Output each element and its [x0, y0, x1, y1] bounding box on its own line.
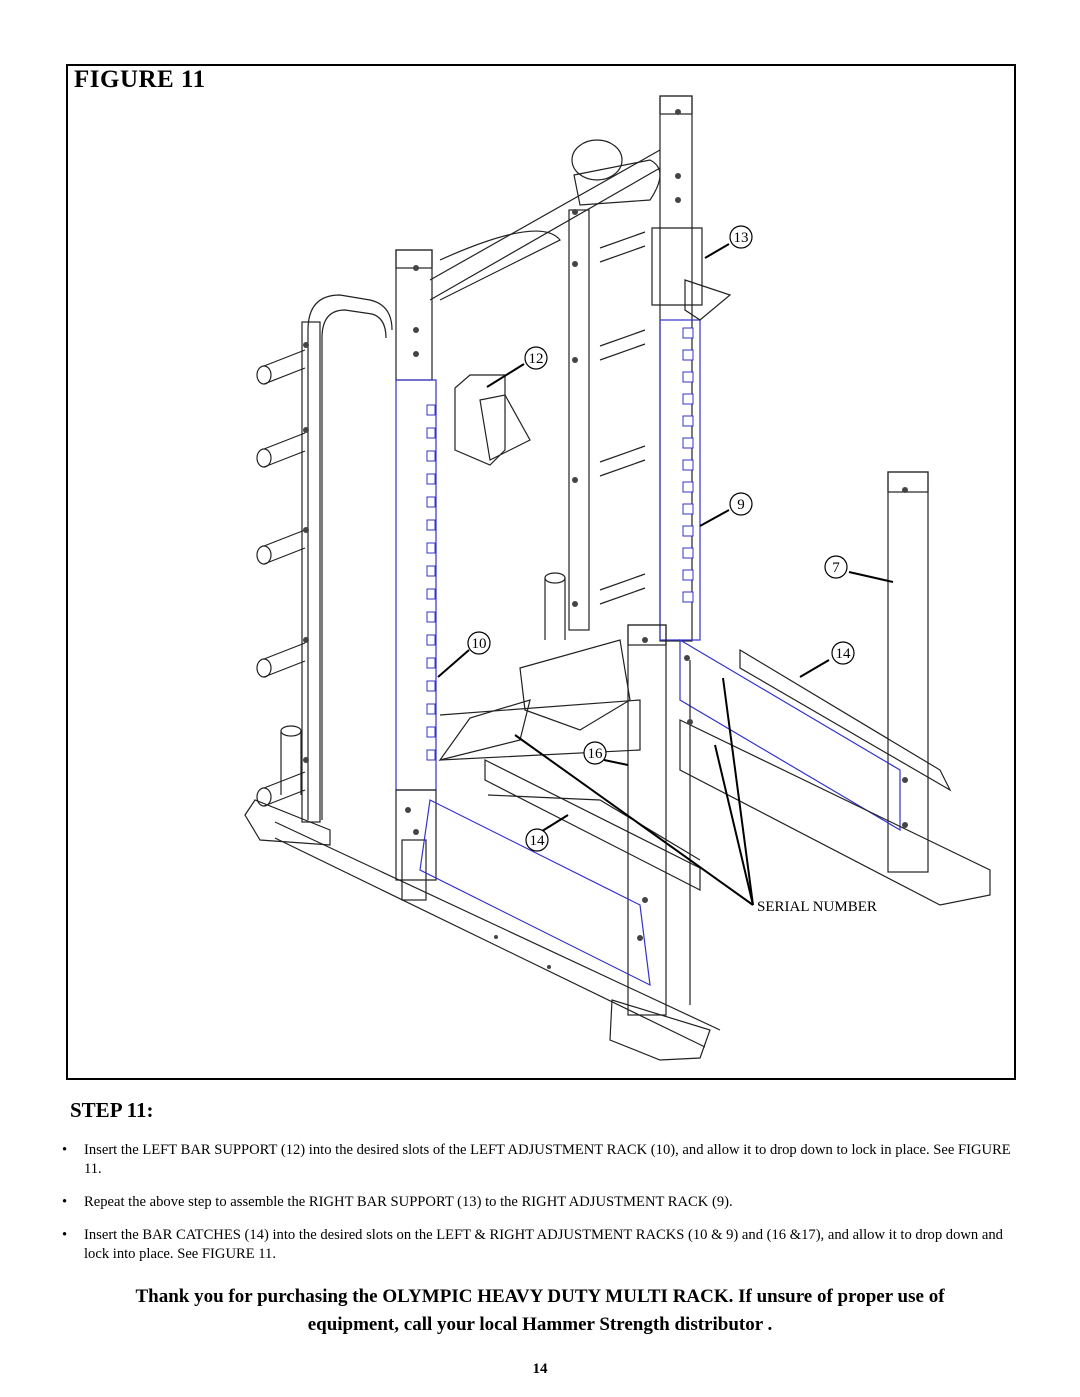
- thank-you-note: Thank you for purchasing the OLYMPIC HEA…: [60, 1283, 1020, 1339]
- lower-bar-catch: [484, 759, 701, 891]
- instruction-text: Insert the BAR CATCHES (14) into the des…: [84, 1227, 1003, 1262]
- callout-14a-circle: [831, 641, 855, 665]
- step-instructions: • Insert the LEFT BAR SUPPORT (12) into …: [60, 1141, 1025, 1278]
- page-number: 14: [532, 1361, 548, 1377]
- callout-16-circle: [583, 741, 607, 765]
- callout-leaders: [437, 243, 894, 906]
- callout-7: 7: [832, 560, 840, 576]
- callout-14b: 14: [530, 833, 546, 849]
- callout-10-circle: [467, 631, 491, 655]
- right-rack-upright: [659, 319, 701, 641]
- weight-storage-frame: [244, 294, 721, 1048]
- instruction-text: Insert the LEFT BAR SUPPORT (12) into th…: [84, 1142, 1011, 1177]
- callout-13: 13: [734, 230, 749, 246]
- rack-diagram: 13 12 9 7 10 14 16 14 SERIAL NUMBER: [244, 95, 991, 1061]
- instruction-item: • Insert the LEFT BAR SUPPORT (12) into …: [60, 1141, 1025, 1179]
- callout-12-circle: [524, 346, 548, 370]
- callout-9-circle: [729, 492, 753, 516]
- figure-title: FIGURE 11: [74, 66, 206, 93]
- left-front-upright: [395, 249, 437, 901]
- callout-13-circle: [729, 225, 753, 249]
- thank-you-line-1: Thank you for purchasing the OLYMPIC HEA…: [135, 1286, 945, 1307]
- callout-10: 10: [472, 636, 487, 652]
- callout-9: 9: [737, 497, 745, 513]
- bar-supports: [454, 227, 732, 466]
- callout-7-circle: [824, 555, 848, 579]
- instruction-item: • Repeat the above step to assemble the …: [60, 1193, 1025, 1212]
- bullet: •: [62, 1142, 68, 1158]
- adjustment-slots: [426, 327, 694, 761]
- serial-number-label: SERIAL NUMBER: [757, 899, 877, 915]
- bolt-holes: [303, 109, 908, 969]
- callout-14a: 14: [836, 646, 852, 662]
- instruction-item: • Insert the BAR CATCHES (14) into the d…: [60, 1226, 1025, 1264]
- thank-you-line-2: equipment, call your local Hammer Streng…: [307, 1314, 773, 1335]
- callout-12: 12: [529, 351, 544, 367]
- figure-frame: [66, 64, 1016, 1080]
- rear-uprights: [429, 95, 693, 642]
- callout-14b-circle: [525, 828, 549, 852]
- front-right-upright: [419, 624, 711, 1061]
- right-side-frame: [679, 471, 991, 1005]
- bullet: •: [62, 1194, 68, 1210]
- bullet: •: [62, 1227, 68, 1243]
- callout-16: 16: [588, 746, 604, 762]
- step-title: STEP 11:: [70, 1098, 154, 1122]
- instruction-text: Repeat the above step to assemble the RI…: [84, 1194, 733, 1210]
